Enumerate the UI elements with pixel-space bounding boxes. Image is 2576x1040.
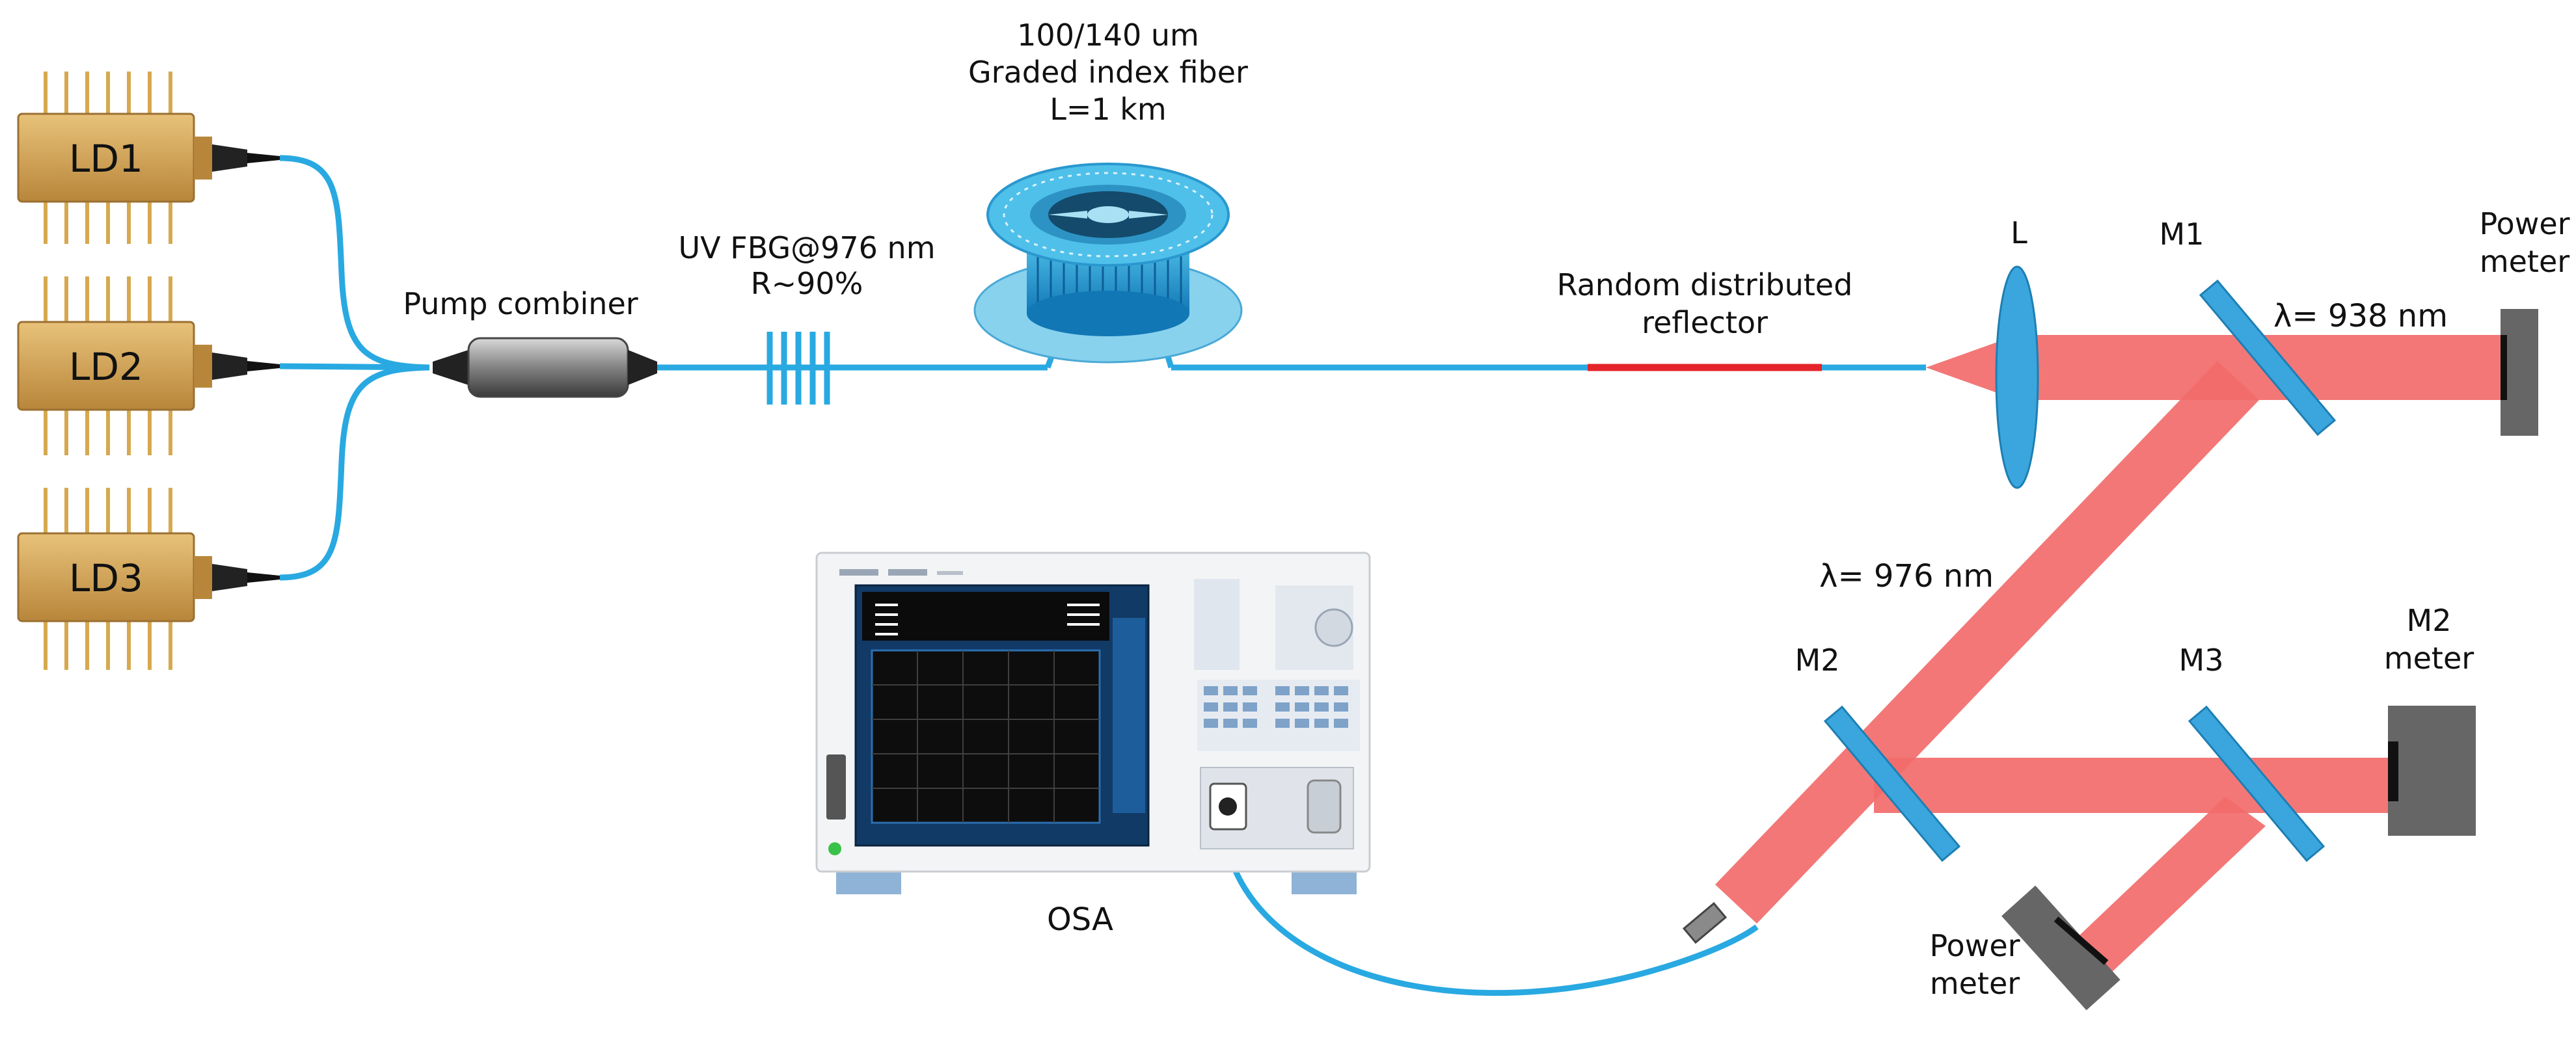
power-meter-top-label-line1: Power bbox=[2479, 206, 2569, 241]
lambda-976-label: λ= 976 nm bbox=[1819, 558, 1994, 594]
m1-label: M1 bbox=[2160, 217, 2204, 252]
m2-meter bbox=[2388, 706, 2476, 836]
power-meter-bottom-label-line1: Power bbox=[1929, 928, 2020, 963]
laser-diode-1: LD1 bbox=[17, 72, 280, 244]
m2-meter-label-line2: meter bbox=[2384, 641, 2474, 676]
mirror-m1 bbox=[2199, 279, 2337, 436]
pump-fibers bbox=[279, 155, 1926, 996]
power-meter-bottom-label-line2: meter bbox=[1930, 966, 2020, 1001]
power-meter-top bbox=[2501, 309, 2538, 436]
pump-combiner bbox=[433, 337, 657, 398]
power-meter-top-label-line2: meter bbox=[2480, 244, 2569, 279]
optical-spectrum-analyzer bbox=[815, 552, 1371, 894]
m2-label: M2 bbox=[1795, 643, 1840, 678]
fiber-spool bbox=[973, 163, 1243, 364]
fiber-label-line2: Graded index fiber bbox=[968, 55, 1248, 90]
mirror-m3 bbox=[2188, 705, 2325, 862]
reflector-label-line1: Random distributed bbox=[1557, 267, 1853, 302]
fbg-label-line1: UV FBG@976 nm bbox=[679, 230, 936, 265]
ld1-label: LD1 bbox=[69, 137, 143, 181]
reflector-label-line2: reflector bbox=[1642, 305, 1768, 340]
pump-combiner-label: Pump combiner bbox=[403, 286, 638, 321]
lambda-938-label: λ= 938 nm bbox=[2273, 298, 2448, 334]
m2-meter-label-line1: M2 bbox=[2407, 603, 2452, 638]
laser-diode-2: LD2 bbox=[17, 276, 280, 455]
laser-diode-3: LD3 bbox=[17, 488, 280, 670]
lens bbox=[1995, 265, 2039, 489]
power-meter-bottom bbox=[2001, 885, 2121, 1011]
mirror-m2 bbox=[1823, 705, 1961, 862]
ld2-label: LD2 bbox=[69, 345, 143, 389]
fiber-label-line3: L=1 km bbox=[1050, 92, 1167, 127]
fiber-label-line1: 100/140 um bbox=[1017, 18, 1199, 53]
ld3-label: LD3 bbox=[69, 556, 143, 600]
lens-label: L bbox=[2011, 215, 2027, 250]
osa-label: OSA bbox=[1047, 901, 1113, 938]
m3-label: M3 bbox=[2179, 643, 2224, 678]
laser-beams bbox=[1715, 335, 2502, 976]
fbg-label-line2: R~90% bbox=[751, 266, 863, 301]
fiber-connector bbox=[1682, 901, 1728, 944]
fbg-grating bbox=[766, 332, 830, 405]
